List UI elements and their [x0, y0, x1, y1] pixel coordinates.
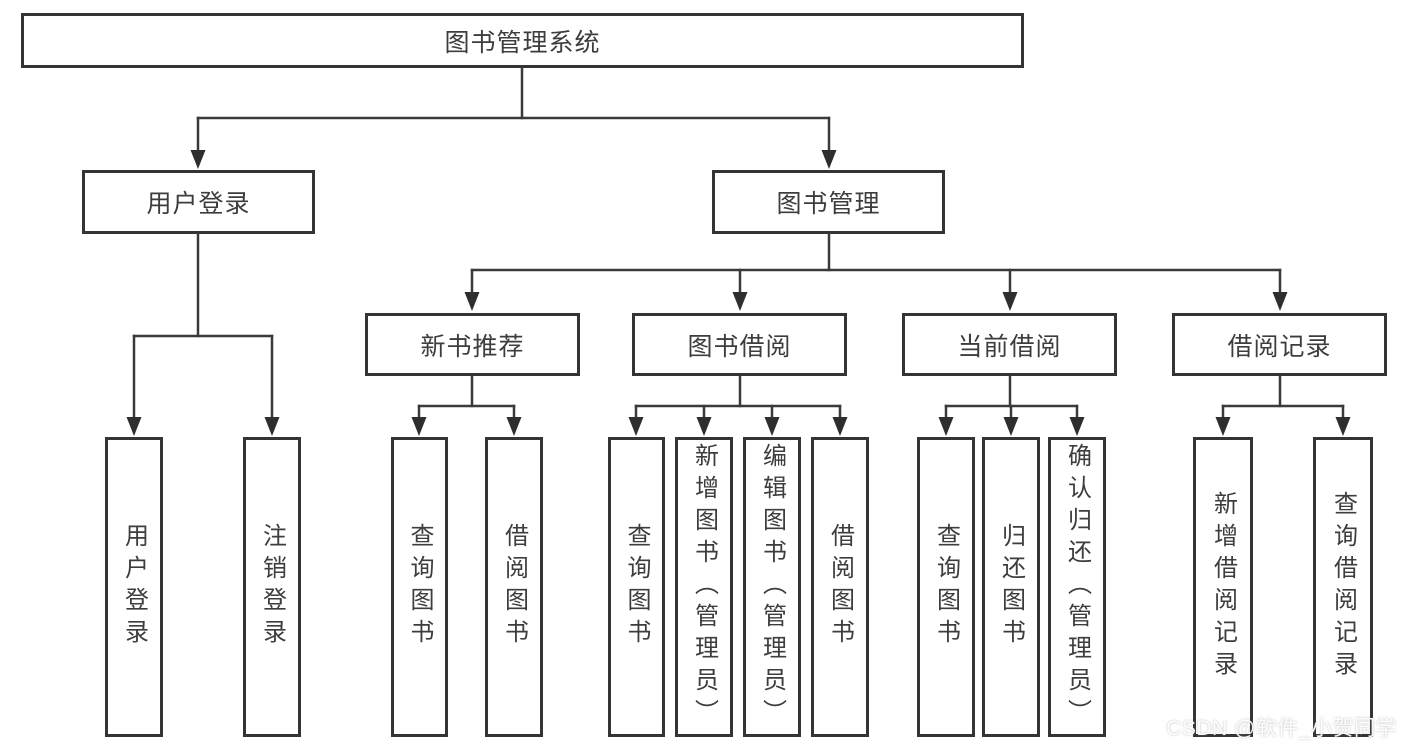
node-query-borrow-record: 查询借阅记录: [1313, 437, 1373, 737]
node-borrow-books: 借阅图书: [811, 437, 869, 737]
connector-book-management: [464, 232, 1288, 311]
connector-new-book-recommend: [411, 374, 522, 436]
node-root-system: 图书管理系统: [21, 13, 1024, 68]
node-return-books: 归还图书: [982, 437, 1040, 737]
connector-root: [190, 66, 837, 169]
node-query-books-current: 查询图书: [917, 437, 975, 737]
node-confirm-return-admin: 确认归还（管理员）: [1048, 437, 1106, 737]
node-current-borrow: 当前借阅: [902, 313, 1117, 376]
node-logout: 注销登录: [243, 437, 301, 737]
node-book-borrow: 图书借阅: [632, 313, 847, 376]
connector-current-borrow: [938, 374, 1085, 436]
node-query-books-borrow: 查询图书: [608, 437, 665, 737]
node-add-book-admin: 新增图书（管理员）: [675, 437, 733, 737]
connector-borrow-records: [1215, 374, 1351, 436]
node-borrow-books-recommend: 借阅图书: [485, 437, 543, 737]
node-user-login-branch: 用户登录: [82, 170, 315, 234]
node-borrow-records: 借阅记录: [1172, 313, 1387, 376]
node-query-books-recommend: 查询图书: [391, 437, 448, 737]
node-user-login: 用户登录: [105, 437, 163, 737]
csdn-watermark: CSDN @软件_小贺同学: [1166, 717, 1397, 740]
node-new-book-recommend: 新书推荐: [365, 313, 580, 376]
node-add-borrow-record: 新增借阅记录: [1193, 437, 1253, 737]
node-book-management: 图书管理: [712, 170, 945, 234]
node-edit-book-admin: 编辑图书（管理员）: [743, 437, 801, 737]
connector-user-login: [126, 232, 280, 436]
connector-book-borrow: [628, 374, 848, 436]
